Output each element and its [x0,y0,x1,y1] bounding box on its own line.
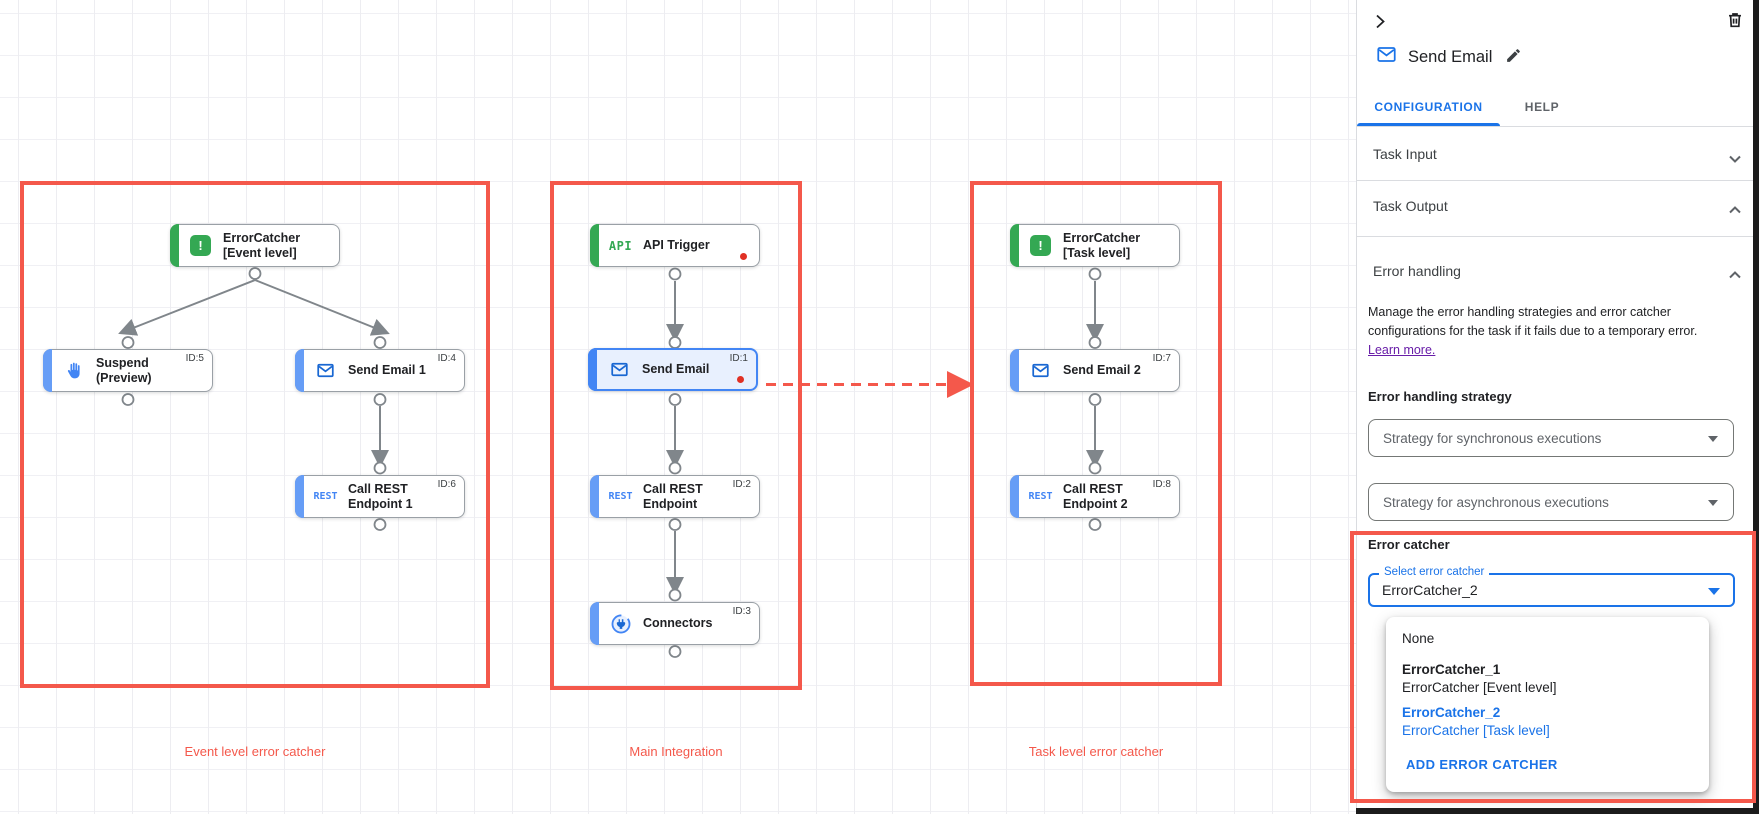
node-id-badge: ID:7 [1152,353,1171,364]
error-handling-description: Manage the error handling strategies and… [1368,303,1750,360]
chevron-up-icon [1729,201,1741,219]
connector-icon [607,613,634,635]
node-api-trigger[interactable]: API API Trigger [590,224,760,267]
node-label: ErrorCatcher[Task level] [1063,230,1141,260]
add-error-catcher-button[interactable]: ADD ERROR CATCHER [1406,757,1558,772]
node-id-badge: ID:3 [732,606,751,617]
node-connectors[interactable]: Connectors ID:3 [590,602,760,645]
node-error-catcher-task[interactable]: ! ErrorCatcher[Task level] [1010,224,1180,267]
hand-icon [60,361,87,380]
group-label-task-level-error-catcher: Task level error catcher [1028,744,1164,759]
group-label-event-level-error-catcher: Event level error catcher [184,744,326,759]
edit-pencil-icon [1505,49,1522,67]
panel-tabs: CONFIGURATION HELP [1357,88,1759,127]
learn-more-link[interactable]: Learn more. [1368,343,1436,357]
sync-strategy-dropdown[interactable]: Strategy for synchronous executions [1368,419,1734,457]
node-send-email[interactable]: Send Email ID:1 [588,348,758,391]
menu-item-errorcatcher-1[interactable]: ErrorCatcher_1 ErrorCatcher [Event level… [1402,662,1557,695]
node-label: API Trigger [643,238,710,252]
chevron-right-icon [1370,14,1389,34]
collapse-panel-button[interactable] [1368,10,1391,36]
node-id-badge: ID:6 [437,479,456,490]
panel-title: Send Email [1408,47,1493,66]
node-suspend[interactable]: Suspend(Preview) ID:5 [43,349,213,392]
tab-configuration[interactable]: CONFIGURATION [1357,88,1500,126]
error-dot-icon [740,253,747,260]
node-id-badge: ID:4 [437,353,456,364]
group-label-main-integration: Main Integration [629,744,723,759]
rest-icon: REST [313,491,338,502]
node-label: Connectors [643,616,713,630]
sync-strategy-value: Strategy for synchronous executions [1383,430,1602,446]
node-label: Suspend(Preview) [96,355,152,385]
node-label: ErrorCatcher[Event level] [223,230,301,260]
error-catcher-label: Error catcher [1368,537,1450,552]
rest-icon: REST [1028,491,1053,502]
node-label: Send Email 1 [348,363,426,377]
rest-icon: REST [608,491,633,502]
menu-item-errorcatcher-2[interactable]: ErrorCatcher_2 ErrorCatcher [Task level] [1402,705,1550,738]
async-strategy-dropdown[interactable]: Strategy for asynchronous executions [1368,483,1734,521]
error-catcher-icon: ! [1027,235,1054,256]
section-task-output[interactable]: Task Output [1357,182,1759,237]
section-error-handling-label: Error handling [1373,263,1461,279]
window-edge-right [1753,0,1759,814]
node-send-email-2[interactable]: Send Email 2 ID:7 [1010,349,1180,392]
node-id-badge: ID:8 [1152,479,1171,490]
dropdown-arrow-icon [1708,436,1718,442]
error-dot-icon [737,376,744,383]
node-label: Send Email 2 [1063,363,1141,377]
group-event-level-error-catcher [20,181,490,688]
trash-icon [1726,13,1744,32]
dropdown-arrow-icon [1708,588,1720,595]
mail-icon [1027,361,1054,380]
error-handling-strategy-label: Error handling strategy [1368,389,1512,404]
async-strategy-value: Strategy for asynchronous executions [1383,494,1609,510]
panel-title-row: Send Email [1376,44,1524,70]
select-error-catcher-floating-label: Select error catcher [1379,566,1490,578]
select-error-catcher-value: ErrorCatcher_2 [1382,582,1478,598]
section-task-output-label: Task Output [1373,198,1448,214]
chevron-up-icon[interactable] [1729,266,1741,284]
node-label: Send Email [642,362,710,376]
group-task-level-error-catcher [970,181,1222,686]
window-edge-bottom [1356,808,1759,814]
section-task-input-label: Task Input [1373,146,1437,162]
mail-icon [312,361,339,380]
error-catcher-menu: None ErrorCatcher_1 ErrorCatcher [Event … [1386,617,1709,792]
section-task-input[interactable]: Task Input [1357,127,1759,181]
select-error-catcher[interactable]: Select error catcher ErrorCatcher_2 [1368,566,1735,607]
api-icon: API [608,238,633,253]
delete-task-button[interactable] [1724,9,1746,34]
workflow-canvas[interactable]: Event level error catcher Main Integratio… [0,0,1356,814]
chevron-down-icon [1729,150,1741,168]
config-panel: Send Email CONFIGURATION HELP Task Input… [1356,0,1759,814]
tab-help[interactable]: HELP [1524,100,1560,114]
node-id-badge: ID:2 [732,479,751,490]
dropdown-arrow-icon [1708,500,1718,506]
error-catcher-icon: ! [187,235,214,256]
node-id-badge: ID:1 [729,353,748,364]
node-error-catcher-event[interactable]: ! ErrorCatcher[Event level] [170,224,340,267]
node-send-email-1[interactable]: Send Email 1 ID:4 [295,349,465,392]
group-main-integration [550,181,802,690]
node-id-badge: ID:5 [185,353,204,364]
mail-icon [1376,44,1397,70]
menu-item-none[interactable]: None [1402,631,1435,646]
mail-icon [606,360,633,379]
rename-task-button[interactable] [1503,45,1524,69]
